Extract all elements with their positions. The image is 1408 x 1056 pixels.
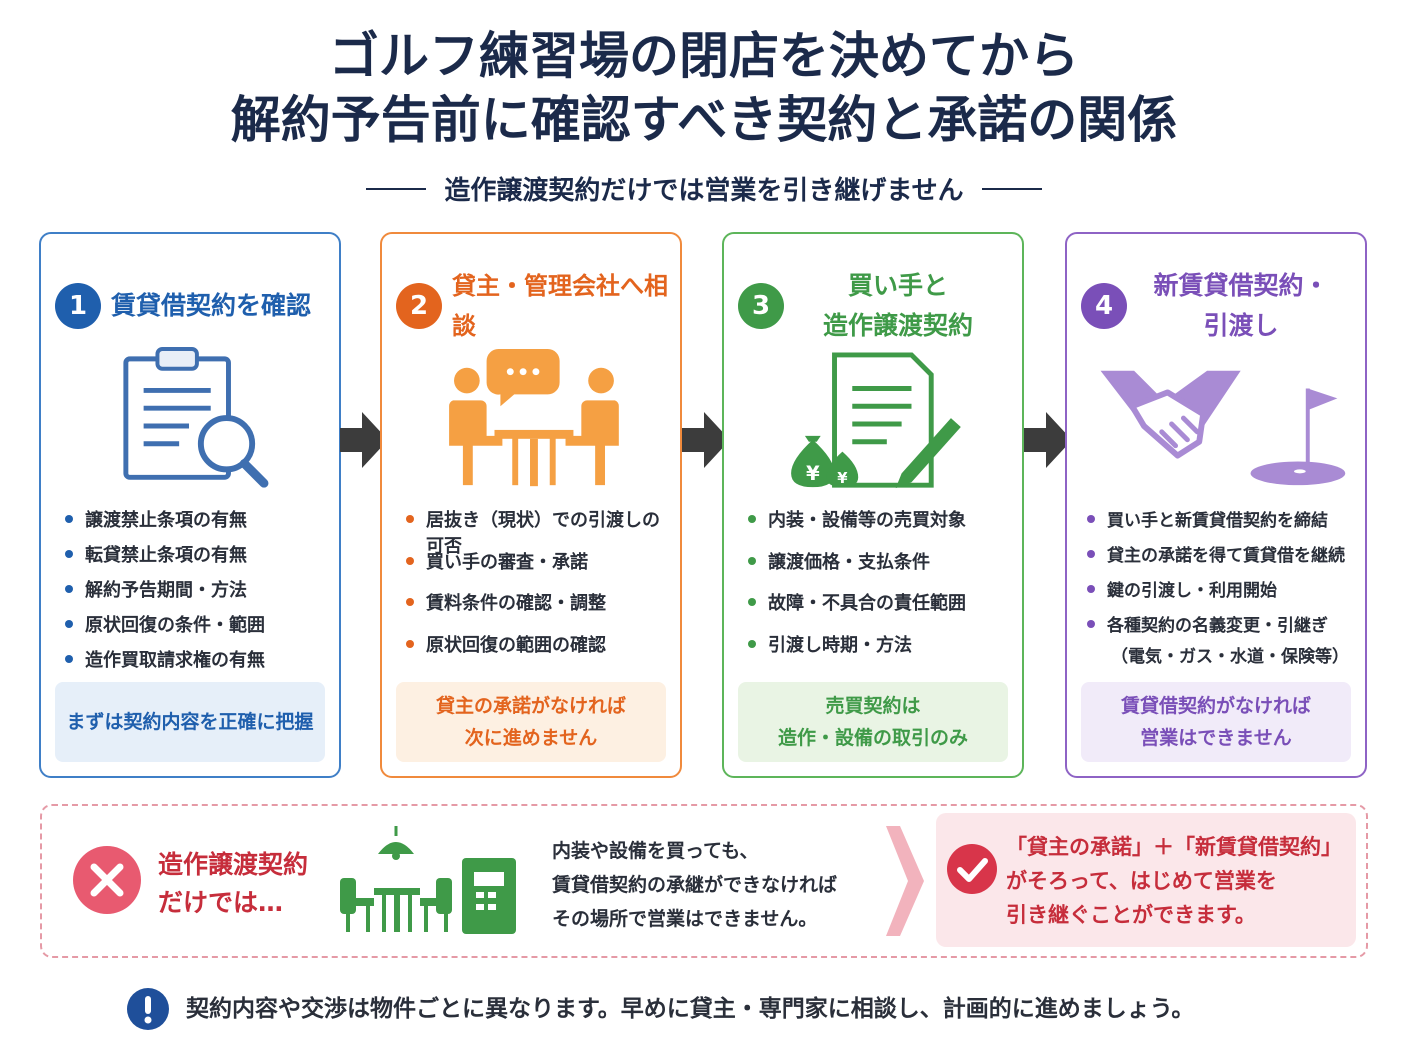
list-item: 買い手の審査・承諾: [406, 548, 670, 590]
subtitle-row: 造作譲渡契約だけでは営業を引き継げません: [0, 170, 1408, 207]
step-4-note: 賃貸借契約がなければ 営業はできません: [1081, 682, 1351, 762]
list-item: 内装・設備等の売買対象: [748, 506, 1012, 548]
chevron-right-icon: [886, 826, 924, 936]
step-2-header: 2 貸主・管理会社へ相談: [396, 256, 670, 356]
step-card-1: 1 賃貸借契約を確認 譲渡禁止条項の有無 転貸禁止条項の有無 解約予告期間・方法…: [39, 232, 341, 778]
list-item: 原状回復の条件・範囲: [65, 611, 329, 646]
step-1-number: 1: [55, 283, 101, 329]
step-card-4: 4 新賃貸借契約・ 引渡し 買い手と新賃貸借契約を締結 貸主の承諾を得て賃貸借を…: [1065, 232, 1367, 778]
step-1-header: 1 賃貸借契約を確認: [55, 256, 329, 356]
exclamation-icon: [127, 988, 169, 1030]
conclusion-box: [936, 813, 1356, 947]
step-card-2: 2 貸主・管理会社へ相談 居抜き（現状）での引渡しの可否 買い手の審査・承諾 賃…: [380, 232, 682, 778]
page-title-line1: ゴルフ練習場の閉店を決めてから: [329, 27, 1079, 85]
step-4-header: 4 新賃貸借契約・ 引渡し: [1081, 256, 1355, 356]
step-2-bullets: 居抜き（現状）での引渡しの可否 買い手の審査・承諾 賃料条件の確認・調整 原状回…: [406, 506, 670, 672]
arrow-right-icon: [682, 412, 730, 468]
step-3-bullets: 内装・設備等の売買対象 譲渡価格・支払条件 故障・不具合の責任範囲 引渡し時期・…: [748, 506, 1012, 672]
step-2-note: 貸主の承諾がなければ 次に進めません: [396, 682, 666, 762]
warning-title: 造作譲渡契約 だけでは…: [158, 850, 309, 917]
arrow-right-icon: [340, 412, 388, 468]
list-item: 譲渡価格・支払条件: [748, 548, 1012, 590]
step-4-bullets: 買い手と新賃貸借契約を締結 貸主の承諾を得て賃貸借を継続 鍵の引渡し・利用開始 …: [1087, 506, 1355, 646]
footer-note: 契約内容や交渉は物件ごとに異なります。早めに貸主・専門家に相談し、計画的に進めま…: [186, 996, 1195, 1022]
step-3-note: 売買契約は 造作・設備の取引のみ: [738, 682, 1008, 762]
list-item: 故障・不具合の責任範囲: [748, 589, 1012, 631]
subtitle: 造作譲渡契約だけでは営業を引き継げません: [444, 176, 964, 206]
subtitle-rule-right: [981, 187, 1042, 190]
check-circle-icon: [947, 844, 997, 894]
handshake-golf-icon: [1100, 370, 1346, 486]
list-item: 貸主の承諾を得て賃貸借を継続: [1087, 541, 1355, 576]
list-item: 譲渡禁止条項の有無: [65, 506, 329, 541]
step-1-bullets: 譲渡禁止条項の有無 転貸禁止条項の有無 解約予告期間・方法 原状回復の条件・範囲…: [65, 506, 329, 681]
subtitle-rule-left: [366, 187, 427, 190]
clipboard-magnifier-icon: [123, 347, 269, 488]
step-3-number: 3: [738, 283, 784, 329]
list-item: 転貸禁止条項の有無: [65, 541, 329, 576]
list-item: 鍵の引渡し・利用開始: [1087, 576, 1355, 611]
list-item: 解約予告期間・方法: [65, 576, 329, 611]
warning-explanation: 内装や設備を買っても、 賃貸借契約の承継ができなければ その場所で営業はできませ…: [552, 840, 838, 930]
furniture-equipment-icon: [340, 826, 516, 934]
list-item: 原状回復の範囲の確認: [406, 631, 670, 673]
step-4-number: 4: [1081, 283, 1127, 329]
step-3-title: 買い手と 造作譲渡契約: [822, 271, 973, 340]
step-4-title: 新賃貸借契約・ 引渡し: [1153, 271, 1329, 340]
arrow-right-icon: [1024, 412, 1072, 468]
step-2-number: 2: [396, 283, 442, 329]
list-item: 賃料条件の確認・調整: [406, 589, 670, 631]
list-item: 居抜き（現状）での引渡しの可否: [406, 506, 670, 557]
contract-money-icon: ¥ ¥: [791, 352, 961, 489]
warning-panel: [40, 804, 1368, 958]
step-1-title: 賃貸借契約を確認: [111, 291, 312, 320]
list-item: 買い手と新賃貸借契約を締結: [1087, 506, 1355, 541]
step-card-3: 3 買い手と 造作譲渡契約 ¥ ¥ 内装・設備等の売買対象 譲渡価格・支払条件 …: [722, 232, 1024, 778]
list-item: 各種契約の名義変更・引継ぎ: [1087, 611, 1355, 646]
conclusion-text: 「貸主の承諾」＋「新賃貸借契約」 がそろって、はじめて営業を 引き継ぐことができ…: [1006, 835, 1342, 927]
svg-text:¥: ¥: [806, 462, 820, 485]
step-3-header: 3 買い手と 造作譲渡契約: [738, 256, 1012, 356]
step-4-bullet-subnote: （電気・ガス・水道・保険等）: [1111, 647, 1349, 667]
list-item: 引渡し時期・方法: [748, 631, 1012, 673]
svg-text:¥: ¥: [837, 470, 848, 487]
meeting-people-icon: [449, 349, 619, 487]
step-1-note: まずは契約内容を正確に把握: [55, 682, 325, 762]
step-2-title: 貸主・管理会社へ相談: [452, 272, 668, 340]
page-title-line2: 解約予告前に確認すべき契約と承諾の関係: [230, 91, 1178, 149]
list-item: 造作買取請求権の有無: [65, 646, 329, 681]
cross-circle-icon: [73, 846, 141, 914]
